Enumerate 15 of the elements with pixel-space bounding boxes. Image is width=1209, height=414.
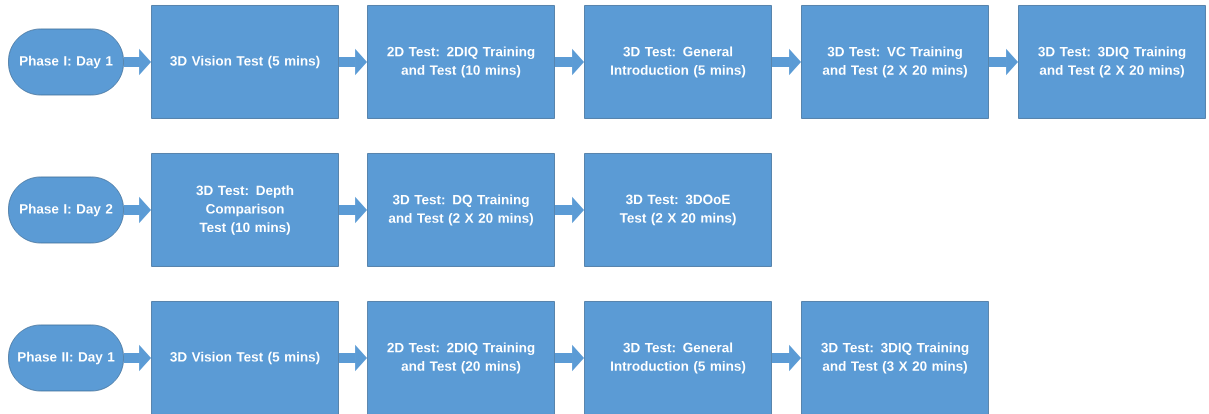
process-box: 3D Test: DQ Training and Test (2 X 20 mins)	[367, 153, 555, 267]
process-box: 3D Vision Test (5 mins)	[151, 5, 339, 119]
process-box: 3D Test: General Introduction (5 mins)	[584, 5, 772, 119]
process-box: 3D Test: General Introduction (5 mins)	[584, 301, 772, 414]
phase-pill: Phase I: Day 2	[8, 176, 124, 244]
process-box: 3D Test: Depth Comparison Test (10 mins)	[151, 153, 339, 267]
process-box: 3D Vision Test (5 mins)	[151, 301, 339, 414]
process-box: 3D Test: 3DIQ Training and Test (3 X 20 mins)	[801, 301, 989, 414]
process-box: 2D Test: 2DIQ Training and Test (20 mins)	[367, 301, 555, 414]
process-box: 3D Test: 3DIQ Training and Test (2 X 20 mins)	[1018, 5, 1206, 119]
phase-pill: Phase II: Day 1	[8, 324, 124, 392]
process-box: 3D Test: VC Training and Test (2 X 20 mins)	[801, 5, 989, 119]
process-box: 2D Test: 2DIQ Training and Test (10 mins)	[367, 5, 555, 119]
process-box: 3D Test: 3DOoE Test (2 X 20 mins)	[584, 153, 772, 267]
phase-pill: Phase I: Day 1	[8, 28, 124, 96]
